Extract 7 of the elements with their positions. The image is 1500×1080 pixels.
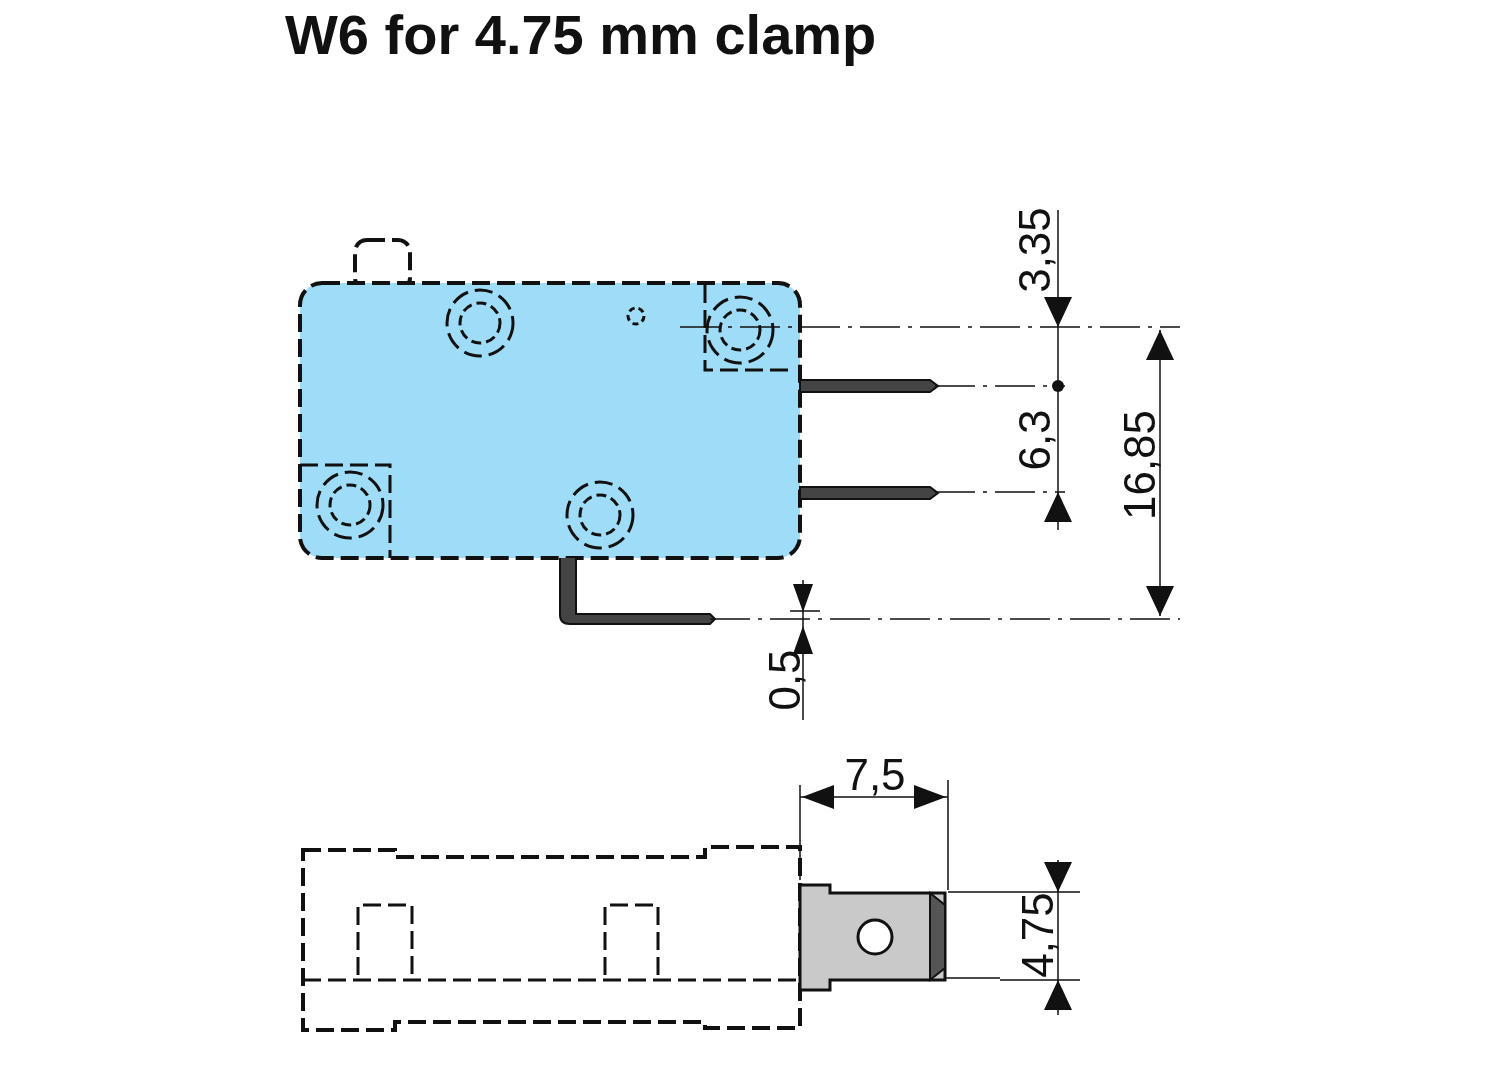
dimension-label: 7,5 — [844, 753, 906, 797]
dimension-label: 4,75 — [1016, 892, 1060, 978]
dimension-label: 0,5 — [763, 649, 807, 711]
dimension-label: 3,35 — [1013, 207, 1057, 293]
dimension-label: 6,3 — [1013, 409, 1057, 471]
title: W6 for 4.75 mm clamp — [285, 2, 877, 68]
dimension-label: 16,85 — [1118, 409, 1162, 521]
